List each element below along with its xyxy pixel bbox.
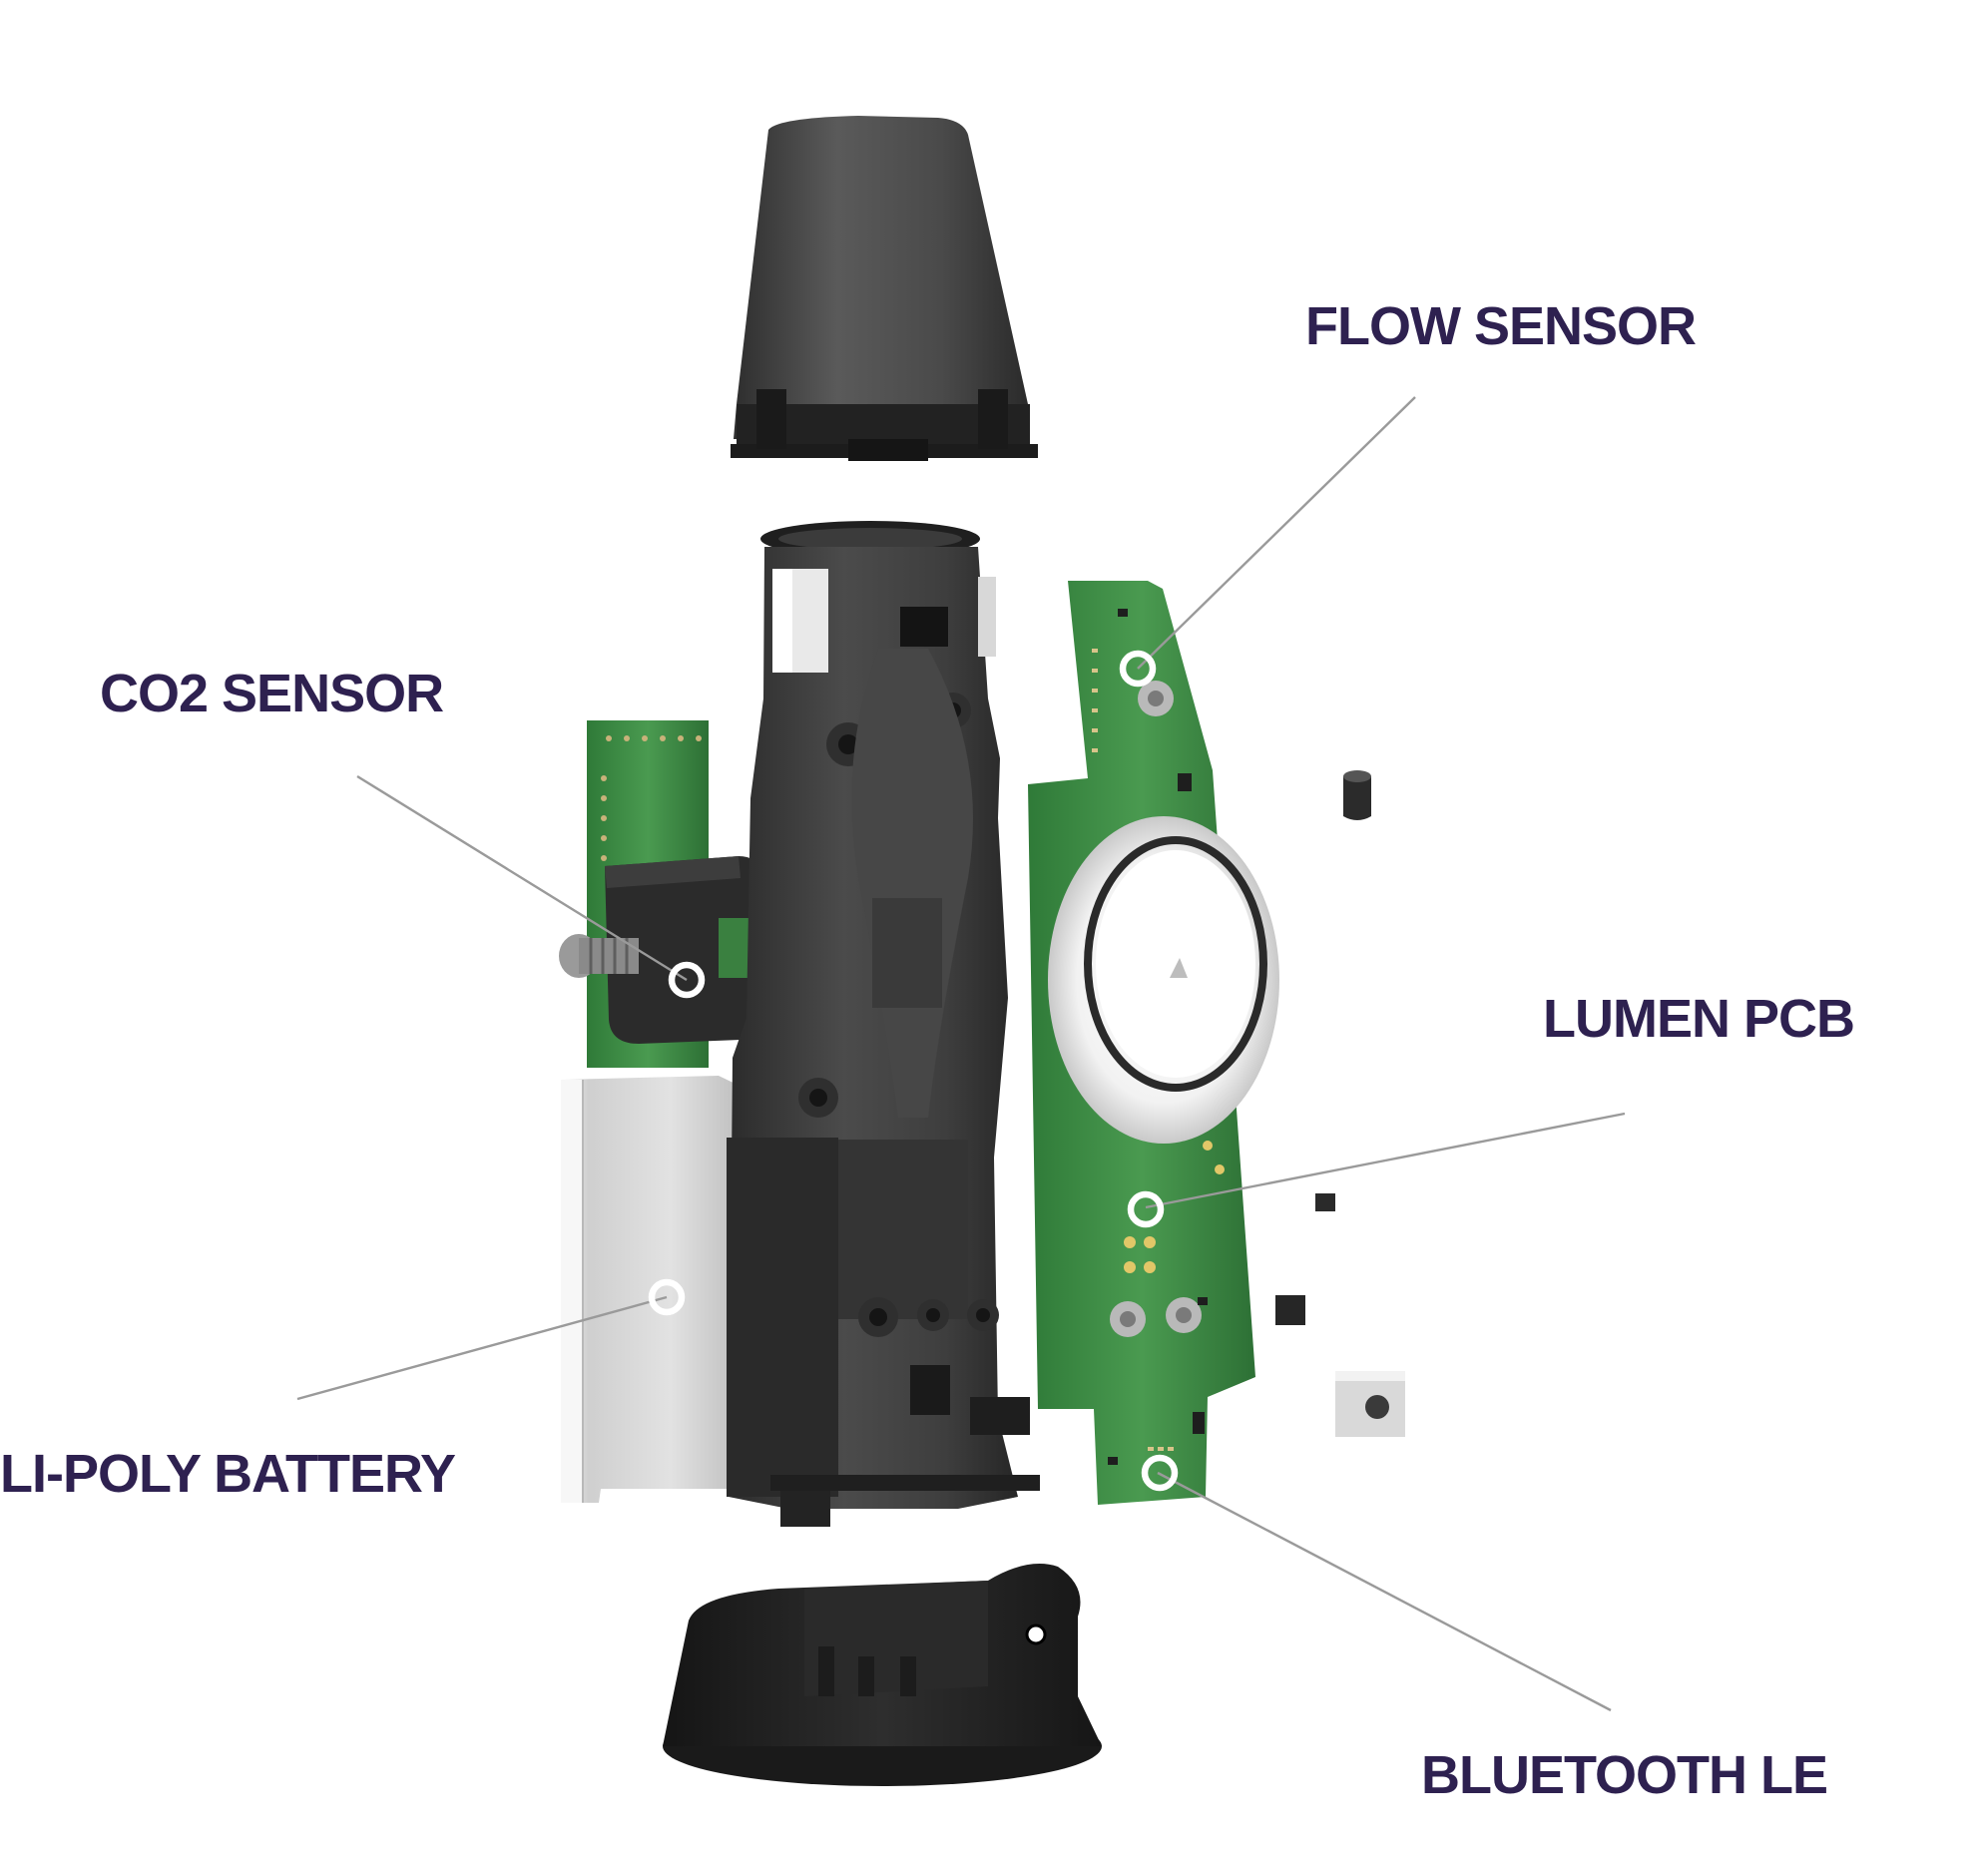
leader-flow-sensor bbox=[1137, 396, 1416, 670]
label-bluetooth-le: BLUETOOTH LE bbox=[1421, 1745, 1828, 1805]
leader-co2-sensor bbox=[356, 774, 688, 982]
base bbox=[663, 1564, 1102, 1786]
leader-lumen-pcb bbox=[1145, 1112, 1626, 1209]
leader-battery bbox=[296, 1295, 668, 1401]
label-co2-sensor: CO2 SENSOR bbox=[100, 664, 444, 723]
loose-components bbox=[1275, 770, 1405, 1437]
marker-co2-sensor bbox=[668, 961, 706, 999]
marker-flow-sensor bbox=[1119, 650, 1157, 688]
lumen-pcb-board bbox=[1028, 581, 1279, 1505]
top-cap bbox=[731, 116, 1038, 461]
marker-battery bbox=[648, 1278, 686, 1316]
marker-bluetooth bbox=[1141, 1454, 1179, 1492]
leader-bluetooth bbox=[1157, 1471, 1612, 1712]
callout-markers bbox=[648, 650, 1179, 1492]
label-battery: LI-POLY BATTERY bbox=[0, 1444, 456, 1504]
label-flow-sensor: FLOW SENSOR bbox=[1305, 296, 1697, 356]
main-body bbox=[727, 521, 1040, 1527]
marker-lumen-pcb bbox=[1127, 1190, 1165, 1228]
leader-lines bbox=[296, 396, 1626, 1712]
label-lumen-pcb: LUMEN PCB bbox=[1543, 989, 1855, 1049]
co2-sensor-board bbox=[559, 720, 764, 1068]
